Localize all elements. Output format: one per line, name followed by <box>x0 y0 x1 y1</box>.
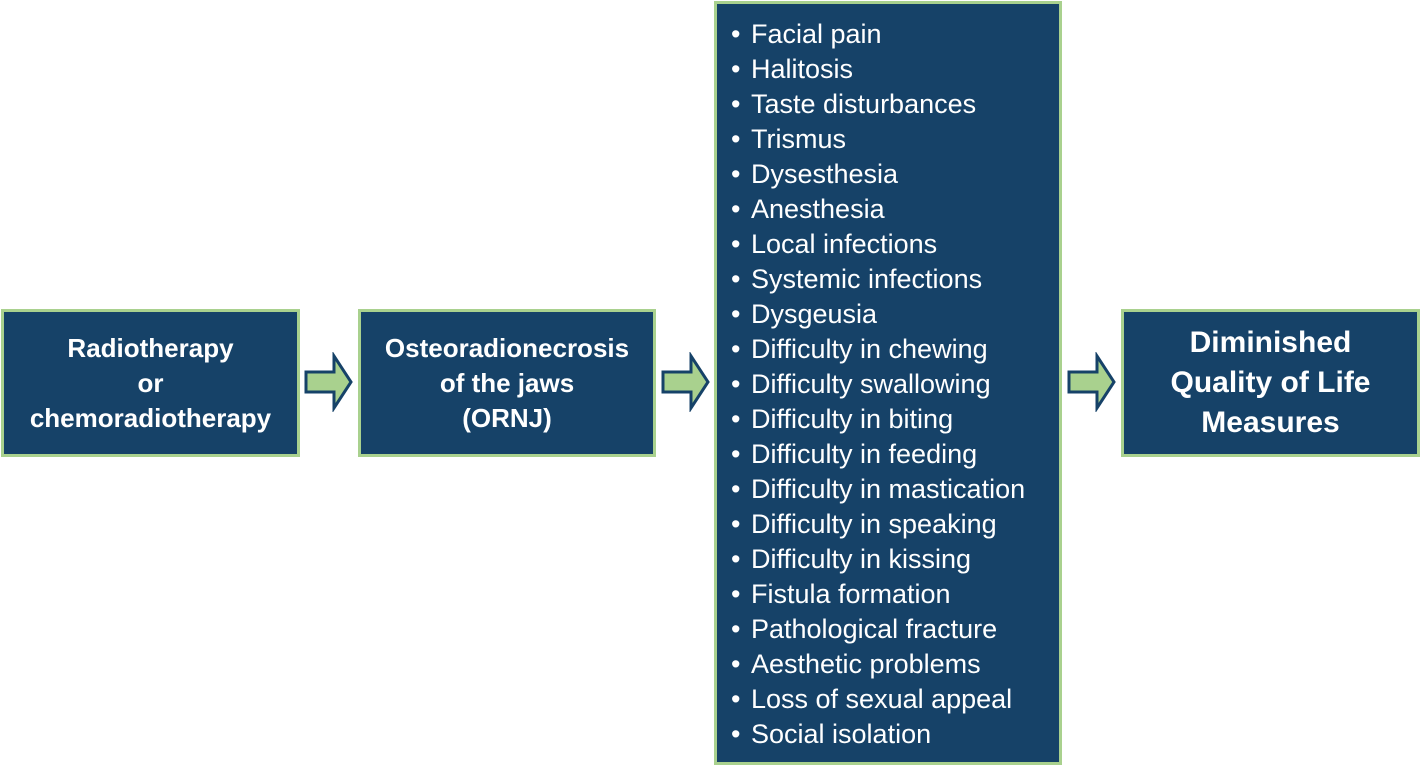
list-item: • Trismus <box>731 122 1059 157</box>
bullet-icon: • <box>731 89 741 119</box>
arrow-right-icon <box>304 352 353 412</box>
list-item: • Difficulty swallowing <box>731 367 1059 402</box>
list-item-text: Dysgeusia <box>751 299 878 329</box>
arrow-right-icon <box>1067 352 1116 412</box>
list-item: • Social isolation <box>731 717 1059 752</box>
list-item-text: Pathological fracture <box>751 614 998 644</box>
list-item-text: Facial pain <box>751 19 882 49</box>
list-item: • Facial pain <box>731 17 1059 52</box>
node-ornj: Osteoradionecrosis of the jaws (ORNJ) <box>358 309 656 457</box>
arrow-right-icon <box>661 352 710 412</box>
list-item: • Difficulty in mastication <box>731 472 1059 507</box>
node-quality-of-life: Diminished Quality of Life Measures <box>1121 309 1420 457</box>
node-ornj-line-2: of the jaws <box>439 367 575 398</box>
bullet-icon: • <box>731 649 741 679</box>
list-item: • Difficulty in biting <box>731 402 1059 437</box>
list-item-text: Difficulty in biting <box>751 404 954 434</box>
bullet-icon: • <box>731 159 741 189</box>
node-qol-line-3: Measures <box>1201 406 1340 439</box>
node-complications-list: • Facial pain • Halitosis • Taste disturbance… <box>714 1 1062 765</box>
list-item: • Anesthesia <box>731 192 1059 227</box>
bullet-icon: • <box>731 334 741 364</box>
list-item-text: Trismus <box>751 124 846 154</box>
bullet-icon: • <box>731 404 741 434</box>
list-item-text: Difficulty in feeding <box>751 439 978 469</box>
list-item: • Difficulty in chewing <box>731 332 1059 367</box>
list-item-text: Anesthesia <box>751 194 885 224</box>
list-item: • Difficulty in speaking <box>731 507 1059 542</box>
bullet-icon: • <box>731 124 741 154</box>
bullet-icon: • <box>731 264 741 294</box>
list-item: • Halitosis <box>731 52 1059 87</box>
list-item-text: Loss of sexual appeal <box>751 684 1013 714</box>
node-ornj-line-3: (ORNJ) <box>462 402 552 433</box>
list-item: • Loss of sexual appeal <box>731 682 1059 717</box>
list-item-text: Fistula formation <box>751 579 951 609</box>
list-item: • Pathological fracture <box>731 612 1059 647</box>
list-item: • Difficulty in feeding <box>731 437 1059 472</box>
list-item-text: Dysesthesia <box>751 159 899 189</box>
complications-list: • Facial pain • Halitosis • Taste disturbance… <box>731 17 1059 752</box>
node-radiotherapy-line-2: or <box>137 367 164 398</box>
bullet-icon: • <box>731 299 741 329</box>
node-qol-line-2: Quality of Life <box>1170 366 1371 399</box>
list-item: • Difficulty in kissing <box>731 542 1059 577</box>
list-item-text: Difficulty in kissing <box>751 544 972 574</box>
list-item-text: Difficulty in speaking <box>751 509 997 539</box>
bullet-icon: • <box>731 439 741 469</box>
list-item: • Fistula formation <box>731 577 1059 612</box>
list-item: • Dysesthesia <box>731 157 1059 192</box>
list-item-text: Social isolation <box>751 719 932 749</box>
bullet-icon: • <box>731 474 741 504</box>
node-radiotherapy-line-3: chemoradiotherapy <box>29 402 272 433</box>
list-item: • Systemic infections <box>731 262 1059 297</box>
bullet-icon: • <box>731 614 741 644</box>
node-radiotherapy: Radiotherapy or chemoradiotherapy <box>1 309 300 457</box>
list-item-text: Aesthetic problems <box>751 649 981 679</box>
list-item-text: Systemic infections <box>751 264 983 294</box>
list-item: • Local infections <box>731 227 1059 262</box>
node-qol-line-1: Diminished <box>1189 326 1352 359</box>
list-item-text: Halitosis <box>751 54 854 84</box>
list-item-text: Difficulty in mastication <box>751 474 1026 504</box>
bullet-icon: • <box>731 509 741 539</box>
bullet-icon: • <box>731 229 741 259</box>
list-item-text: Local infections <box>751 229 938 259</box>
node-radiotherapy-line-1: Radiotherapy <box>67 332 234 363</box>
list-item-text: Difficulty swallowing <box>751 369 991 399</box>
list-item: • Taste disturbances <box>731 87 1059 122</box>
bullet-icon: • <box>731 369 741 399</box>
bullet-icon: • <box>731 19 741 49</box>
list-item: • Aesthetic problems <box>731 647 1059 682</box>
bullet-icon: • <box>731 54 741 84</box>
list-item-text: Difficulty in chewing <box>751 334 988 364</box>
bullet-icon: • <box>731 719 741 749</box>
list-item: • Dysgeusia <box>731 297 1059 332</box>
bullet-icon: • <box>731 194 741 224</box>
node-ornj-line-1: Osteoradionecrosis <box>384 332 630 363</box>
bullet-icon: • <box>731 579 741 609</box>
bullet-icon: • <box>731 684 741 714</box>
bullet-icon: • <box>731 544 741 574</box>
list-item-text: Taste disturbances <box>751 89 977 119</box>
